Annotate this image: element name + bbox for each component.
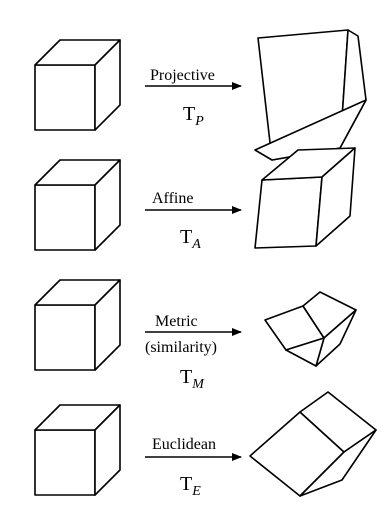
affine-label: Affine (152, 190, 193, 207)
euclidean-label: Euclidean (152, 436, 216, 453)
projective-result (254, 29, 367, 161)
projective-label: Projective (150, 67, 215, 84)
metric-label: Metric (155, 313, 198, 330)
euclidean-result (249, 391, 377, 497)
affine-row: Affine TA (34, 147, 356, 252)
source-cube-2 (34, 159, 121, 251)
metric-symbol: TM (180, 366, 205, 392)
affine-result (254, 147, 356, 249)
metric-result (264, 291, 357, 367)
projective-symbol: TP (183, 103, 204, 129)
euclidean-symbol: TE (180, 473, 201, 499)
projective-row: Projective TP (34, 29, 367, 161)
metric-sublabel: (similarity) (145, 339, 217, 356)
affine-symbol: TA (180, 226, 201, 252)
metric-row: Metric (similarity) TM (34, 279, 357, 392)
euclidean-row: Euclidean TE (34, 391, 377, 499)
source-cube-3 (34, 279, 121, 371)
source-cube-4 (34, 404, 121, 496)
source-cube-1 (34, 39, 121, 131)
